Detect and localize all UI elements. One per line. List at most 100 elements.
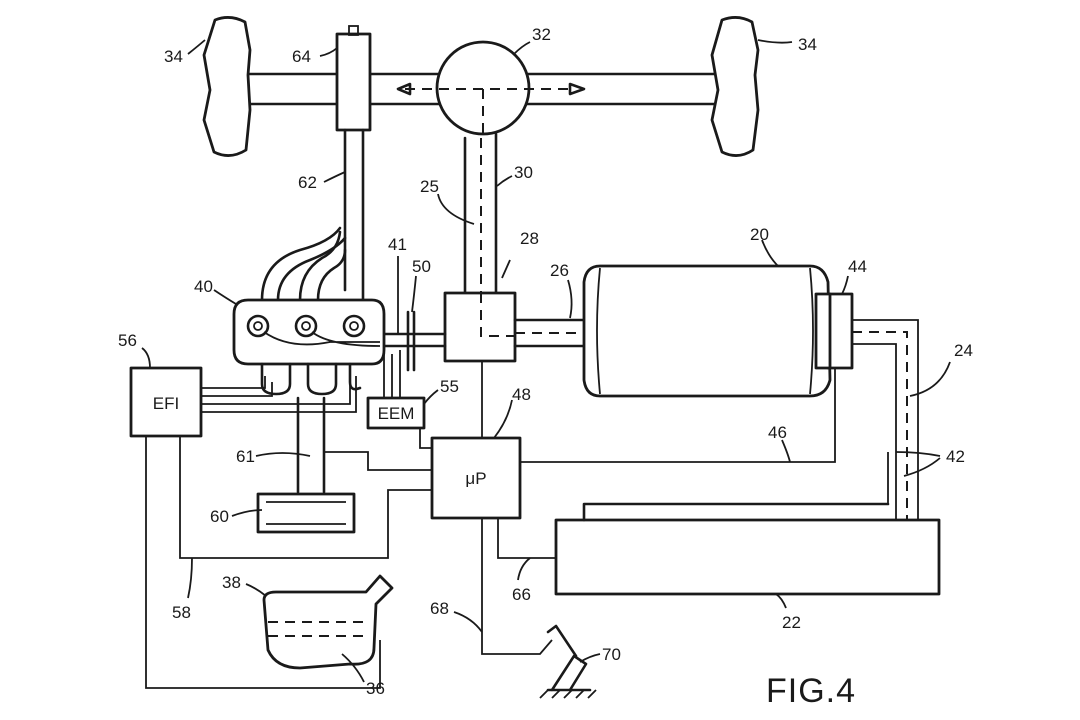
wheel-right	[710, 16, 760, 157]
leader-64	[319, 47, 338, 57]
arrow-right	[568, 82, 586, 96]
numeral-70: 70	[602, 645, 621, 664]
intake-runner-2	[298, 230, 347, 302]
leader-28	[501, 259, 511, 279]
numeral-38: 38	[222, 573, 241, 592]
arrow-left	[396, 82, 412, 96]
battery-22-top-plate	[582, 502, 890, 522]
battery-22-body	[554, 518, 941, 596]
leader-22	[775, 593, 787, 609]
numeral-28: 28	[520, 229, 539, 248]
line-24-outer	[852, 319, 919, 520]
leader-38	[245, 583, 267, 597]
ignition-wires	[263, 331, 381, 347]
pedal-base-hatch	[539, 689, 597, 699]
leader-60	[231, 509, 263, 517]
line-68	[481, 518, 553, 655]
catalyst-60	[256, 492, 356, 534]
numeral-66: 66	[512, 585, 531, 604]
numeral-60: 60	[210, 507, 229, 526]
motor-generator-20	[582, 264, 854, 398]
leader-lines	[141, 39, 951, 683]
shaft-26	[513, 318, 587, 348]
control-units: EFI EEM μP	[129, 350, 522, 520]
numeral-34b: 34	[798, 35, 817, 54]
numeral-56: 56	[118, 331, 137, 350]
cylinder-1-core	[253, 321, 263, 331]
line-24-inner	[852, 343, 897, 520]
line-58	[179, 436, 432, 559]
numeral-55: 55	[440, 377, 459, 396]
leader-50	[411, 275, 417, 313]
microprocessor-label: μP	[465, 469, 486, 488]
engine-assembly	[232, 128, 386, 534]
leader-42	[895, 451, 941, 477]
leader-68	[453, 611, 483, 633]
leader-25	[437, 193, 475, 225]
exhaust-pipe-61	[296, 396, 326, 494]
fuel-tank	[262, 574, 394, 670]
leader-24	[909, 361, 951, 397]
cylinder-1	[246, 314, 270, 338]
numeral-50: 50	[412, 257, 431, 276]
numeral-64: 64	[292, 47, 311, 66]
numeral-41: 41	[388, 235, 407, 254]
manifold-pipe-62	[343, 128, 365, 302]
cylinder-3	[342, 314, 366, 338]
leader-70	[579, 653, 601, 663]
catalyst-60-inner	[266, 501, 346, 525]
line-efi-tank	[145, 436, 381, 689]
line-46	[520, 368, 836, 463]
line-66	[497, 518, 556, 559]
efi-box	[129, 366, 203, 438]
drive-shaft-30	[463, 132, 498, 294]
line-24-centerline	[852, 331, 908, 520]
battery-22	[554, 502, 941, 596]
wheel-left	[202, 16, 252, 157]
numeral-40: 40	[194, 277, 213, 296]
eem-box	[366, 396, 426, 430]
transmission-assembly	[378, 291, 587, 372]
line-up-eem	[419, 428, 432, 449]
cylinder-2-core	[301, 321, 311, 331]
leader-34b	[757, 39, 793, 44]
numeral-30: 30	[514, 163, 533, 182]
motor-20-seam-right	[809, 267, 814, 395]
leader-44	[841, 275, 849, 295]
intake-runner-1	[260, 226, 347, 302]
numeral-34a: 34	[164, 47, 183, 66]
pedal-arm	[546, 624, 578, 658]
engine-40	[232, 298, 386, 366]
differential-flow	[405, 88, 570, 138]
leader-20	[761, 239, 779, 267]
eem-wires	[383, 350, 401, 398]
pedal-70	[546, 654, 592, 692]
clutch-50	[406, 310, 416, 372]
efi-label: EFI	[153, 394, 179, 413]
leader-62	[323, 171, 346, 183]
numeral-24: 24	[954, 341, 973, 360]
wiring	[145, 319, 919, 689]
numeral-48: 48	[512, 385, 531, 404]
cylinders	[246, 314, 366, 338]
numeral-32: 32	[532, 25, 551, 44]
leader-26	[567, 279, 573, 319]
axle-shaft-right	[523, 72, 717, 106]
numeral-22: 22	[782, 613, 801, 632]
numeral-36: 36	[366, 679, 385, 698]
numeral-25: 25	[420, 177, 439, 196]
numeral-44: 44	[848, 257, 867, 276]
exhaust-ports	[260, 362, 362, 396]
numeral-68: 68	[430, 599, 449, 618]
leader-46	[781, 439, 791, 463]
line-up-61	[324, 451, 432, 471]
controller-44	[826, 292, 854, 370]
eem-label: EEM	[378, 404, 415, 423]
leader-32	[513, 41, 531, 55]
leader-58	[187, 557, 193, 599]
leader-61	[255, 452, 311, 457]
motor-64-cap	[348, 25, 359, 36]
leader-36	[341, 653, 365, 683]
figure-title: FIG.4	[766, 672, 856, 710]
